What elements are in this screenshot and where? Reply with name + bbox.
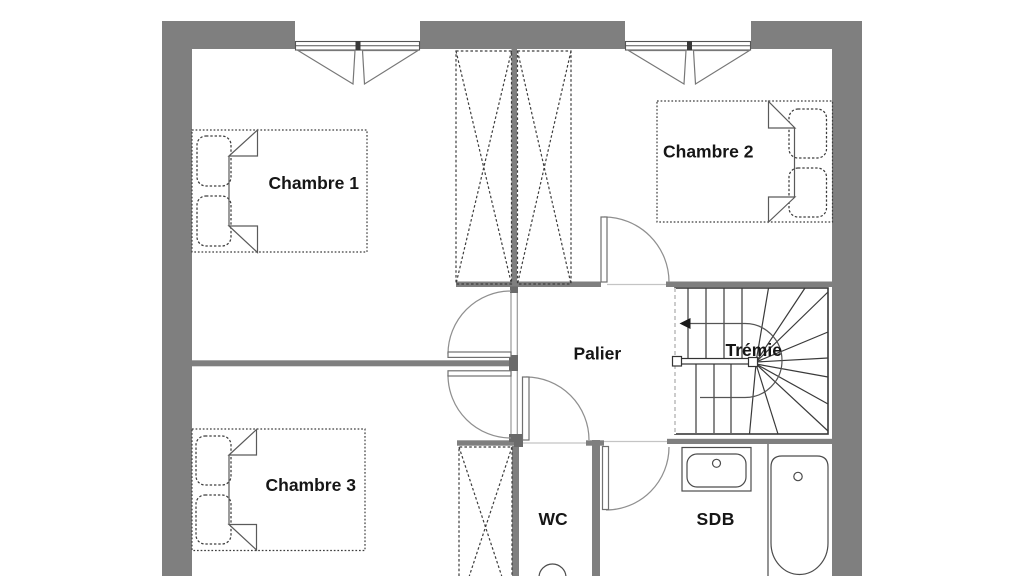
svg-text:Trémie: Trémie	[726, 340, 783, 360]
svg-text:Palier: Palier	[574, 344, 622, 364]
svg-text:Chambre 3: Chambre 3	[266, 475, 357, 495]
svg-text:Chambre 1: Chambre 1	[269, 173, 360, 193]
svg-text:WC: WC	[539, 509, 569, 529]
svg-text:Chambre 2: Chambre 2	[663, 142, 754, 162]
svg-text:SDB: SDB	[697, 509, 735, 529]
